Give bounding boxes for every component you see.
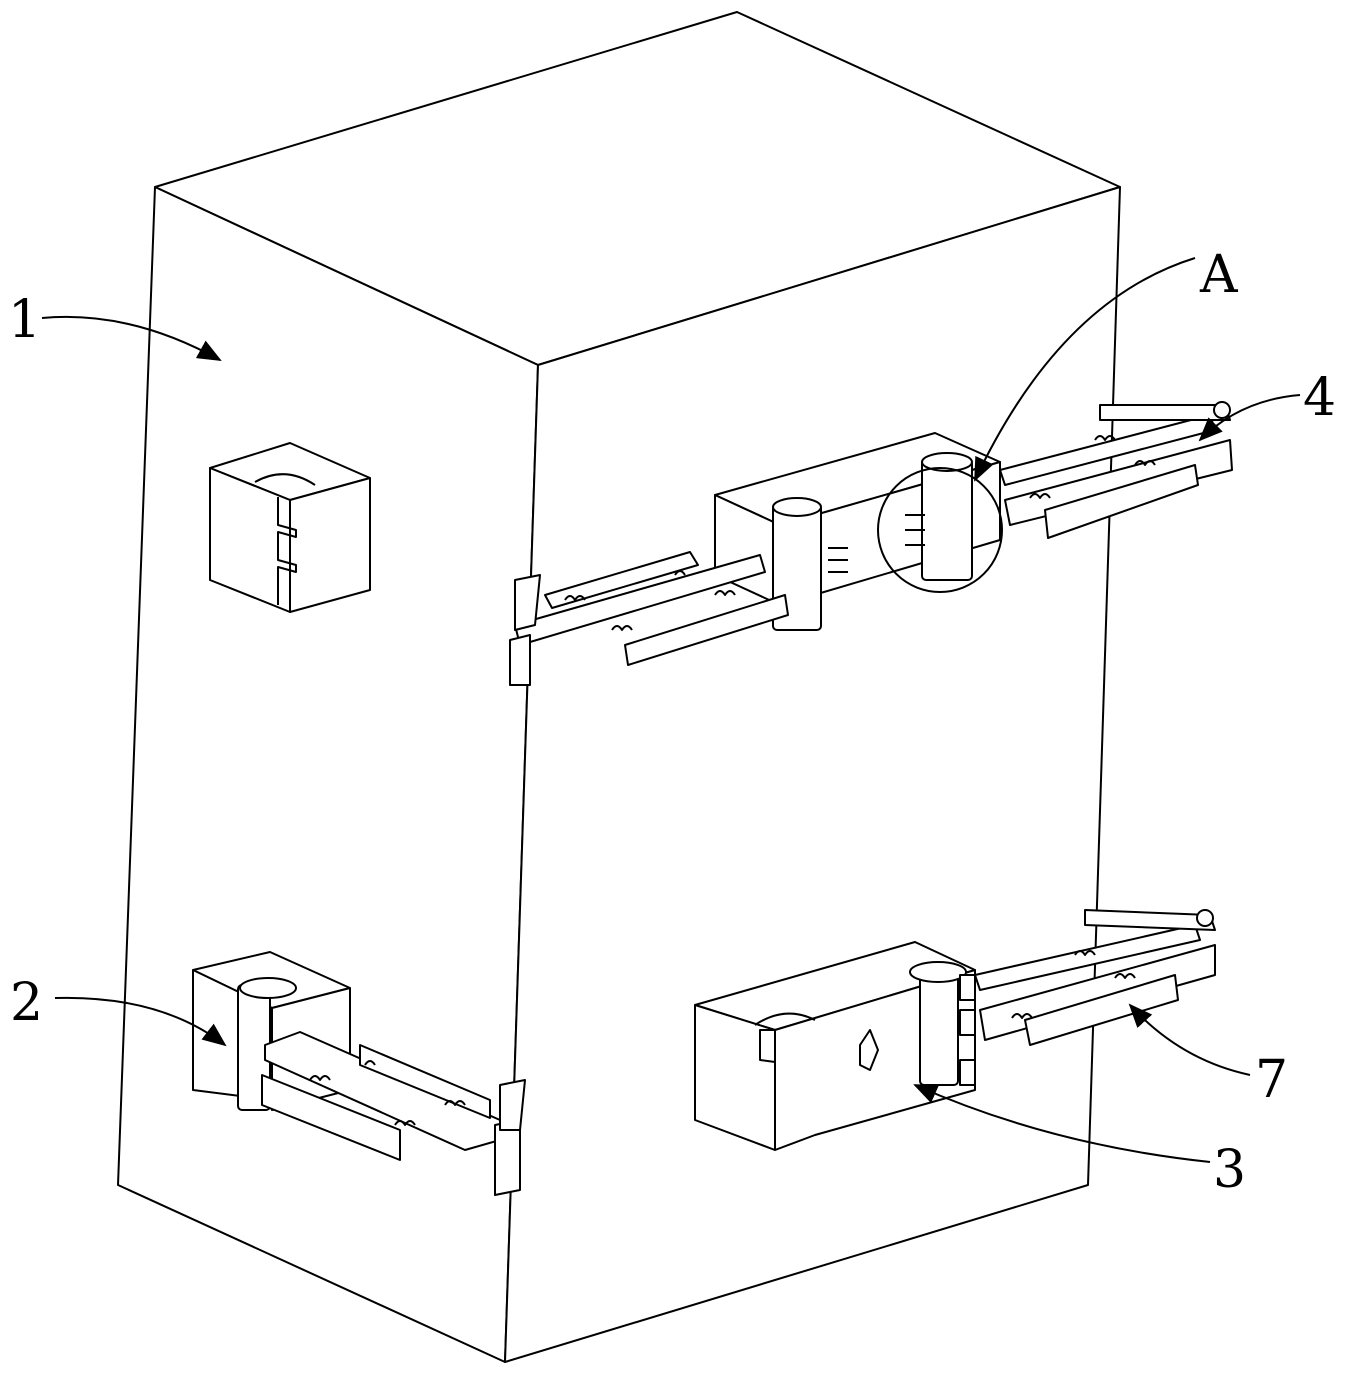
upper-left-clamp-block	[210, 443, 370, 612]
label-7: 7	[1255, 1050, 1288, 1110]
label-2: 2	[10, 973, 43, 1033]
label-4: 4	[1303, 368, 1336, 428]
label-1: 1	[8, 290, 41, 350]
label-A: A	[1199, 245, 1239, 305]
cabinet-body	[118, 12, 1120, 1362]
label-3: 3	[1213, 1140, 1246, 1200]
